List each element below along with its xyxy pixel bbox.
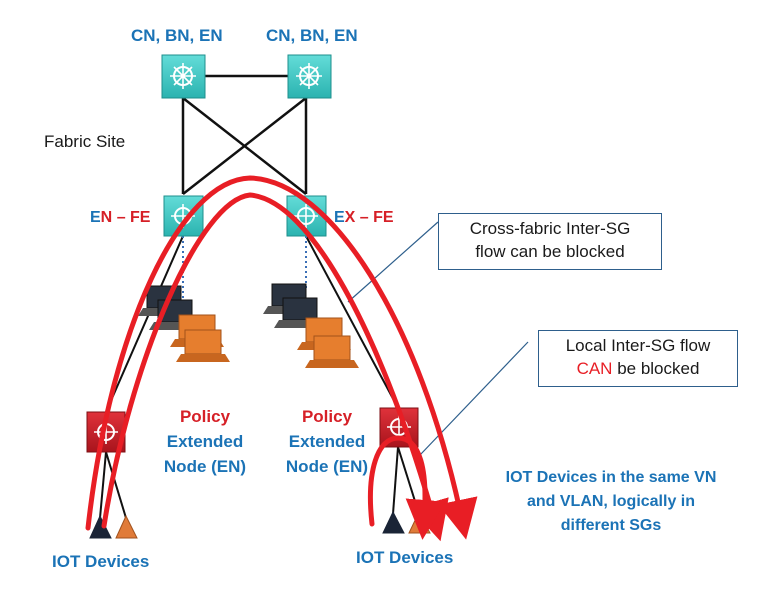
core-switch-left bbox=[161, 54, 206, 99]
iot-note: IOT Devices in the same VN and VLAN, log… bbox=[466, 466, 756, 538]
flow-arrows bbox=[85, 175, 478, 542]
local-callout: Local Inter-SG flow CAN be blocked bbox=[538, 330, 738, 387]
local-callout-can: CAN bbox=[576, 359, 613, 378]
cross-fabric-flow-arrow-return bbox=[101, 192, 449, 542]
fe-label-right: EX – FE bbox=[334, 209, 394, 227]
policy-label-left-line3: Node (EN) bbox=[163, 457, 247, 476]
cross-fabric-callout-line2: flow can be blocked bbox=[475, 242, 625, 261]
callout-leaders bbox=[347, 221, 529, 456]
fabric-links bbox=[181, 74, 308, 195]
laptop-icon bbox=[305, 335, 359, 368]
iot-note-line3: different SGs bbox=[560, 517, 662, 534]
fe-label-left-prefix-b: N bbox=[100, 209, 113, 226]
iot-device-icon bbox=[89, 514, 112, 539]
policy-label-left-line1: Policy bbox=[179, 407, 231, 426]
iot-device-icon bbox=[382, 510, 405, 534]
policy-label-left-line2: Extended bbox=[166, 432, 244, 451]
fe-label-right-prefix-b: X bbox=[344, 209, 356, 226]
access-links bbox=[105, 235, 399, 413]
core-switch-right bbox=[287, 54, 332, 99]
laptop-group-right bbox=[263, 283, 359, 368]
iot-device-icon bbox=[115, 514, 138, 539]
local-callout-line1: Local Inter-SG flow bbox=[565, 336, 711, 355]
iot-label-right: IOT Devices bbox=[356, 548, 454, 567]
local-flow-arrow bbox=[367, 435, 446, 540]
policy-label-right-line2: Extended bbox=[288, 432, 366, 451]
fe-label-left: EN – FE bbox=[90, 209, 150, 227]
cross-fabric-flow-arrow bbox=[85, 175, 478, 540]
fe-switch-left bbox=[163, 195, 204, 237]
policy-label-right-line1: Policy bbox=[301, 407, 353, 426]
core-node-label-left: CN, BN, EN bbox=[131, 26, 223, 45]
fe-label-left-prefix-a: E bbox=[90, 209, 101, 226]
local-callout-line2: CAN be blocked bbox=[539, 357, 737, 380]
laptop-icon bbox=[176, 329, 230, 362]
cross-fabric-callout-line1: Cross-fabric Inter-SG bbox=[469, 219, 631, 238]
iot-label-left: IOT Devices bbox=[52, 552, 150, 571]
policy-label-right: Policy Extended Node (EN) bbox=[272, 404, 382, 479]
fe-label-right-prefix-a: E bbox=[334, 209, 345, 226]
local-callout-rest: be blocked bbox=[612, 359, 700, 378]
fabric-site-label: Fabric Site bbox=[44, 132, 126, 151]
iot-note-line2: and VLAN, logically in bbox=[526, 493, 696, 510]
laptop-icon bbox=[274, 297, 326, 328]
fe-label-left-suffix: – FE bbox=[116, 209, 151, 226]
iot-note-line1: IOT Devices in the same VN bbox=[505, 469, 717, 486]
fe-label-right-suffix: – FE bbox=[359, 209, 394, 226]
iot-devices-left bbox=[89, 514, 138, 539]
policy-label-left: Policy Extended Node (EN) bbox=[150, 404, 260, 479]
core-node-label-right: CN, BN, EN bbox=[266, 26, 358, 45]
cross-fabric-callout: Cross-fabric Inter-SG flow can be blocke… bbox=[438, 213, 662, 270]
policy-label-right-line3: Node (EN) bbox=[285, 457, 369, 476]
